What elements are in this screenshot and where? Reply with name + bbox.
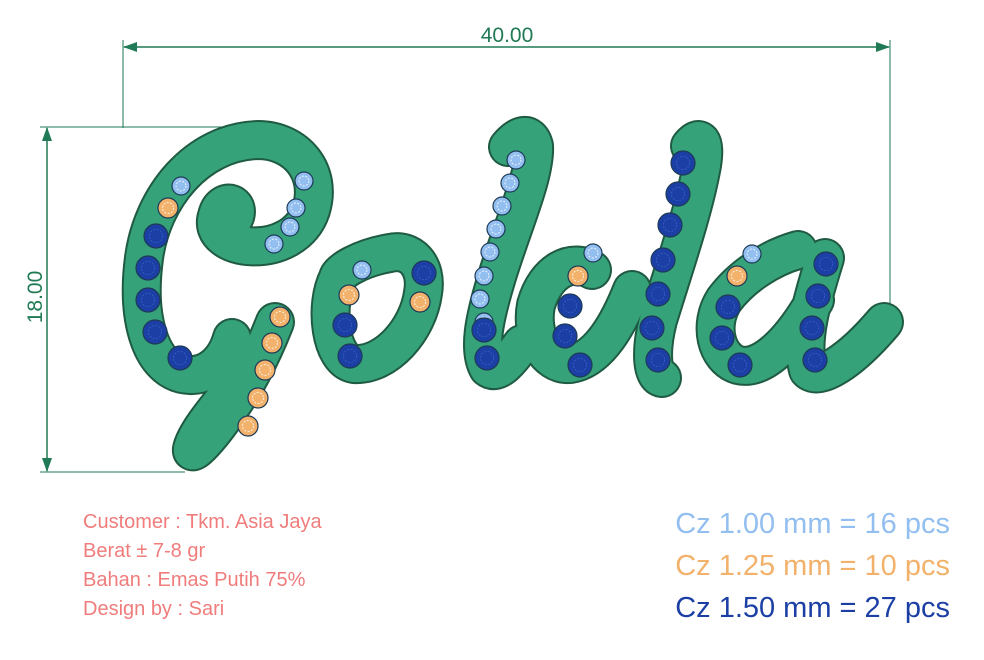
- stone-cz-150: [645, 347, 671, 373]
- stone-cz-150: [474, 345, 500, 371]
- stone-cz-150: [657, 212, 683, 238]
- height-dimension: 18.00: [24, 126, 255, 473]
- width-dimension-label: 40.00: [481, 24, 534, 47]
- stone-legend-cz-150: Cz 1.50 mm = 27 pcs: [675, 592, 950, 624]
- stone-cz-100: [171, 176, 191, 196]
- width-dimension: 40.00: [122, 24, 891, 325]
- designer-text: Design by : Sari: [83, 598, 225, 620]
- stone-cz-100: [480, 242, 500, 262]
- stone-cz-150: [813, 251, 839, 277]
- stone-cz-150: [135, 255, 161, 281]
- stone-cz-100: [280, 217, 300, 237]
- stone-cz-100: [264, 234, 284, 254]
- stone-cz-150: [670, 150, 696, 176]
- stone-cz-100: [486, 219, 506, 239]
- stone-cz-150: [471, 317, 497, 343]
- stone-cz-100: [583, 243, 603, 263]
- stone-cz-125: [261, 332, 283, 354]
- stone-cz-100: [286, 198, 306, 218]
- stone-cz-150: [727, 352, 753, 378]
- stone-cz-125: [726, 265, 748, 287]
- stone-cz-125: [254, 359, 276, 381]
- stone-cz-125: [269, 306, 291, 328]
- stone-cz-150: [805, 283, 831, 309]
- stone-cz-125: [338, 284, 360, 306]
- stone-cz-150: [567, 352, 593, 378]
- stone-cz-100: [500, 173, 520, 193]
- stone-cz-100: [352, 260, 372, 280]
- material-text: Bahan : Emas Putih 75%: [83, 569, 306, 591]
- stone-cz-125: [237, 415, 259, 437]
- stone-cz-150: [552, 323, 578, 349]
- design-info: Customer : Tkm. Asia Jaya Berat ± 7-8 gr…: [83, 508, 322, 624]
- weight-text: Berat ± 7-8 gr: [83, 540, 206, 562]
- stone-cz-150: [135, 287, 161, 313]
- stone-cz-150: [332, 312, 358, 338]
- stone-cz-150: [639, 315, 665, 341]
- stone-cz-100: [506, 150, 526, 170]
- stone-cz-150: [142, 319, 168, 345]
- stone-cz-125: [247, 387, 269, 409]
- stone-cz-150: [665, 181, 691, 207]
- stone-cz-150: [715, 294, 741, 320]
- stone-cz-125: [567, 265, 589, 287]
- customer-text: Customer : Tkm. Asia Jaya: [83, 511, 322, 533]
- stone-cz-150: [411, 260, 437, 286]
- stone-cz-150: [143, 223, 169, 249]
- stone-cz-125: [157, 197, 179, 219]
- stone-cz-150: [799, 315, 825, 341]
- stone-cz-150: [802, 347, 828, 373]
- stone-cz-150: [650, 247, 676, 273]
- stone-cz-150: [709, 325, 735, 351]
- stone-legend-cz-125: Cz 1.25 mm = 10 pcs: [675, 550, 950, 582]
- stone-legend-cz-100: Cz 1.00 mm = 16 pcs: [675, 508, 950, 540]
- stone-cz-100: [742, 244, 762, 264]
- stone-cz-100: [474, 266, 494, 286]
- height-dimension-label: 18.00: [24, 271, 47, 324]
- stone-cz-150: [337, 343, 363, 369]
- stone-cz-150: [645, 281, 671, 307]
- stone-cz-100: [492, 196, 512, 216]
- stone-legend: Cz 1.00 mm = 16 pcs Cz 1.25 mm = 10 pcs …: [675, 503, 950, 629]
- stone-cz-100: [294, 171, 314, 191]
- stone-cz-150: [167, 345, 193, 371]
- stones-layer: [135, 150, 839, 437]
- stone-cz-125: [409, 291, 431, 313]
- stone-cz-150: [557, 293, 583, 319]
- stone-cz-100: [470, 289, 490, 309]
